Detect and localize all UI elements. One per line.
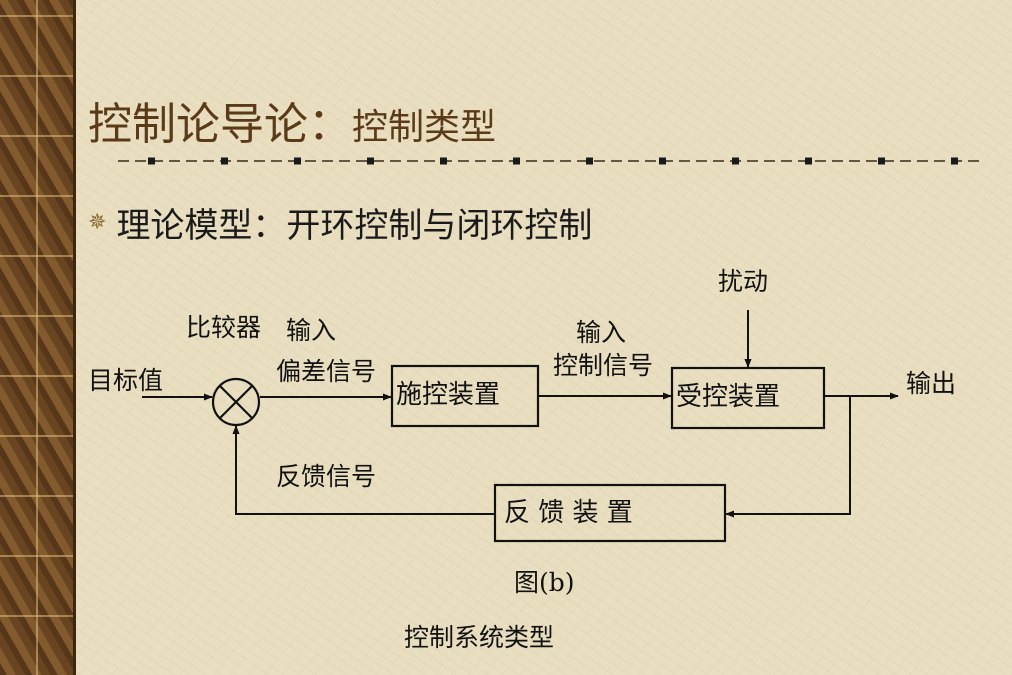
output-label: 输出	[906, 369, 956, 398]
comparator-label: 比较器	[186, 313, 261, 342]
diagram-caption: 控制系统类型	[404, 623, 554, 652]
error-signal-label: 偏差信号	[276, 357, 376, 386]
disturbance-label: 扰动	[718, 267, 768, 296]
title-divider	[118, 157, 980, 165]
title-main: 控制论导论：	[88, 99, 352, 150]
feedback-device-label: 反 馈 装 置	[504, 498, 633, 528]
bullet-item: ✵ 理论模型：开环控制与闭环控制	[88, 198, 592, 247]
bullet-star-icon: ✵	[88, 209, 107, 235]
figure-label: 图(b)	[514, 568, 575, 597]
target-label: 目标值	[88, 366, 163, 395]
bullet-text: 理论模型：开环控制与闭环控制	[116, 206, 593, 246]
control-signal-label: 控制信号	[553, 351, 653, 380]
feedback-signal-label: 反馈信号	[276, 462, 376, 491]
feedback-return-line	[725, 396, 851, 518]
input-label-1: 输入	[286, 316, 336, 345]
input-label-2: 输入	[576, 318, 626, 347]
comparator-symbol	[211, 377, 261, 427]
slide-title: 控制论导论：控制类型	[88, 88, 496, 152]
feedback-signal-line	[232, 425, 495, 515]
title-sub: 控制类型	[352, 107, 497, 148]
decorative-side-strip	[0, 0, 76, 675]
plant-label: 受控装置	[676, 382, 780, 412]
controller-label: 施控装置	[396, 380, 500, 410]
plant-box	[670, 366, 826, 430]
